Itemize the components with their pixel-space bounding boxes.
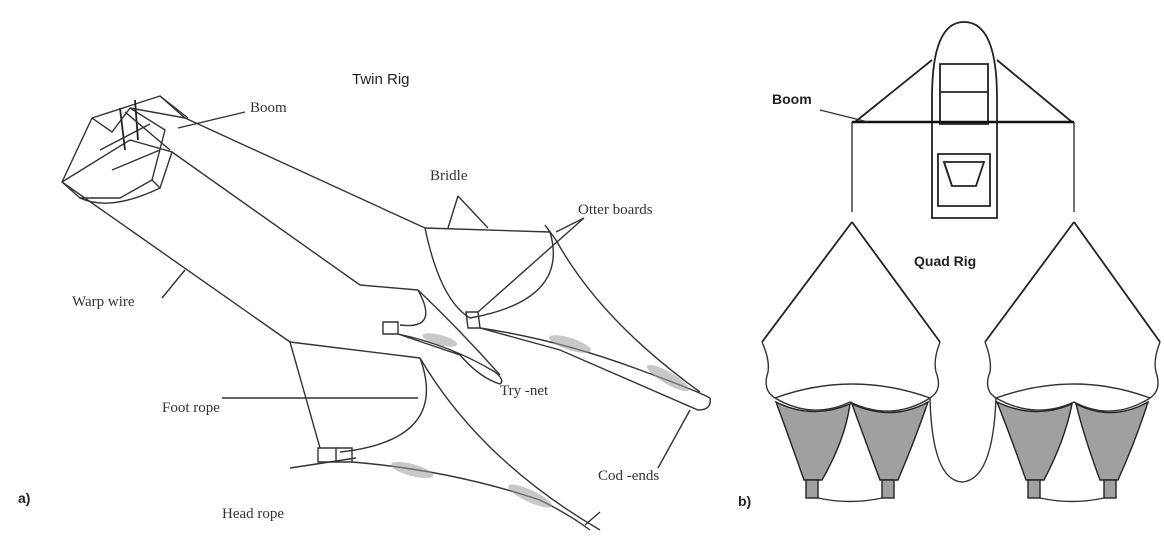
panel-label-b: b) xyxy=(738,493,751,509)
quad-rig-title: Quad Rig xyxy=(914,253,976,269)
warp-wire-mid xyxy=(172,152,360,285)
bridle-left xyxy=(762,222,940,342)
twin-rig-title: Twin Rig xyxy=(352,71,410,88)
label-cod-ends: Cod -ends xyxy=(598,468,659,484)
warp-wire-upper xyxy=(185,118,425,228)
outrigger-stays xyxy=(855,60,1072,122)
panel-label-a: a) xyxy=(18,490,30,506)
label-bridle: Bridle xyxy=(430,168,468,184)
label-boom-a: Boom xyxy=(250,100,287,116)
right-net-pair xyxy=(985,342,1160,502)
label-boom-b: Boom xyxy=(772,91,812,107)
panel-a-twin-rig: Twin Rig Boom Bridle Otter boards Warp w… xyxy=(18,71,710,530)
label-foot-rope: Foot rope xyxy=(162,400,220,416)
boom-b-leader xyxy=(820,110,868,122)
upper-net xyxy=(425,225,710,410)
vessel-b xyxy=(932,22,997,218)
bridle-right xyxy=(985,222,1160,342)
panel-b-quad-rig: Boom Quad Rig b) xyxy=(738,22,1160,509)
center-bag xyxy=(930,398,996,482)
warps-b xyxy=(852,122,1074,212)
warp-wire-lower xyxy=(62,182,290,342)
leader-lines-a xyxy=(162,112,690,525)
label-otter-boards: Otter boards xyxy=(578,202,653,218)
vessel-a xyxy=(62,96,185,203)
try-net xyxy=(360,285,502,384)
label-head-rope: Head rope xyxy=(222,506,284,522)
label-try-net: Try -net xyxy=(500,383,549,399)
lower-net xyxy=(290,342,600,530)
label-warp-wire: Warp wire xyxy=(72,294,135,310)
left-net-pair xyxy=(762,342,940,502)
